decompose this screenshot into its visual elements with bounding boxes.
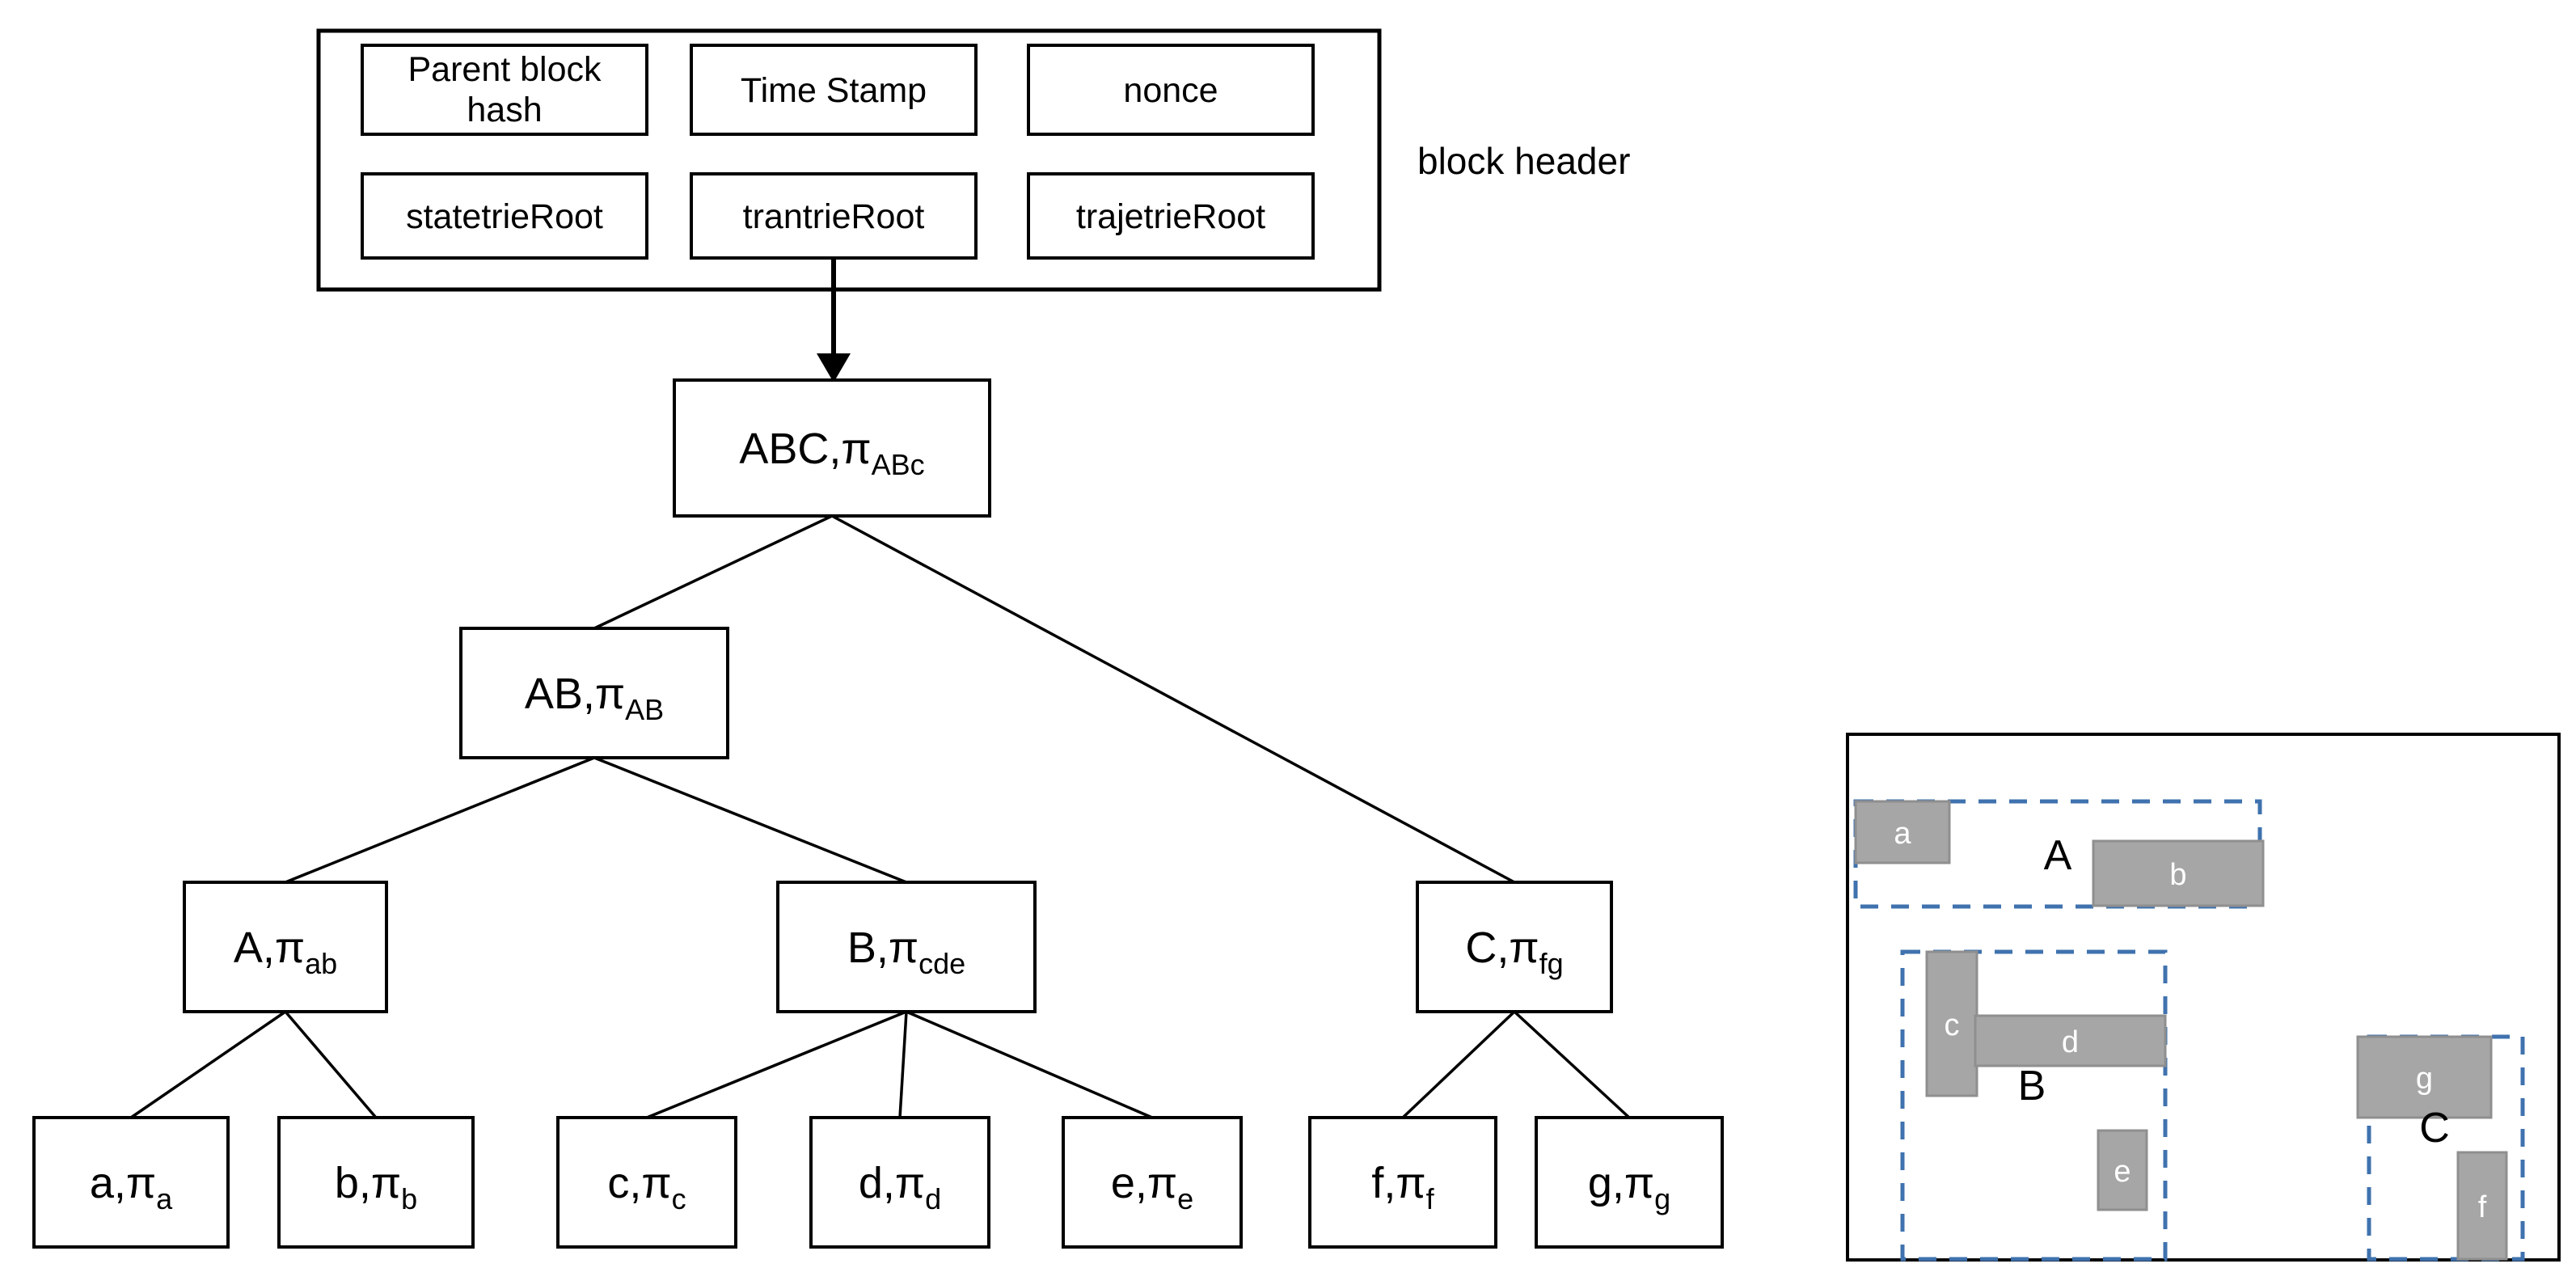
header-cell-time-stamp[interactable]: [690, 44, 978, 136]
partition-group-label-c: C: [2419, 1105, 2450, 1152]
header-cell-time-stamp-label: Time Stamp: [741, 71, 927, 110]
transaction-f[interactable]: f: [2456, 1151, 2508, 1261]
tree-node-subscript: b: [401, 1182, 417, 1215]
tree-node-leaf-b[interactable]: b,πb: [277, 1116, 475, 1249]
header-cell-nonce[interactable]: [1027, 44, 1315, 136]
tree-node-subscript: ab: [305, 947, 337, 980]
header-cell-parent-block-hash-line2: hash: [467, 91, 542, 129]
tree-node-box: [673, 378, 991, 518]
tree-node-box: [809, 1116, 990, 1249]
tree-node-label: f,πf: [1371, 1159, 1434, 1215]
tree-edge: [1401, 1010, 1516, 1119]
tree-node-subscript: e: [1177, 1182, 1193, 1215]
tree-node-leaf-c[interactable]: c,πc: [556, 1116, 737, 1249]
transaction-a[interactable]: a: [1854, 800, 1951, 864]
tree-node-box: [776, 881, 1037, 1013]
tree-node-box: [32, 1116, 230, 1249]
tree-node-leaf-e[interactable]: e,πe: [1062, 1116, 1243, 1249]
tree-edge: [906, 1010, 1153, 1119]
tree-node-subscript: f: [1426, 1182, 1435, 1215]
transaction-c[interactable]: c: [1925, 950, 1978, 1097]
tree-node-node-b[interactable]: B,πcde: [776, 881, 1037, 1013]
transaction-box: [2097, 1129, 2148, 1211]
tree-edge: [593, 514, 833, 630]
tree-edges-layer: [130, 514, 1631, 1119]
tree-node-label: C,πfg: [1465, 924, 1563, 980]
tree-node-subscript: AB: [625, 693, 664, 726]
tree-node-subscript: cde: [918, 947, 965, 980]
tree-node-box: [459, 627, 729, 759]
tree-node-box: [556, 1116, 737, 1249]
tree-node-subscript: c: [672, 1182, 686, 1215]
partition-group-b-outline[interactable]: [1900, 949, 2168, 1262]
partition-group-labels-layer: A B C: [2018, 832, 2450, 1152]
header-cell-trajetrie-root-label: trajetrieRoot: [1076, 197, 1265, 236]
tree-node-leaf-a[interactable]: a,πa: [32, 1116, 230, 1249]
tree-node-node-a[interactable]: A,πab: [183, 881, 388, 1013]
transaction-box: [1854, 800, 1951, 864]
transaction-box: [2092, 839, 2265, 907]
tree-node-box: [1535, 1116, 1724, 1249]
header-cell-statetrie-root[interactable]: [361, 172, 648, 260]
tree-node-leaf-d[interactable]: d,πd: [809, 1116, 990, 1249]
tree-edge: [593, 756, 907, 884]
tree-edge: [831, 514, 1515, 884]
tree-node-subscript: ABc: [872, 448, 925, 481]
tree-node-subscript: d: [925, 1182, 941, 1215]
header-cell-parent-block-hash-line1: Parent block: [408, 50, 602, 89]
partition-transactions-layer: a b c d e f g: [1854, 800, 2508, 1261]
transaction-d[interactable]: d: [1974, 1014, 2167, 1067]
transaction-label: g: [2416, 1062, 2433, 1096]
tree-node-box: [277, 1116, 475, 1249]
tree-node-leaf-f[interactable]: f,πf: [1308, 1116, 1497, 1249]
header-cell-trantrie-root-label: trantrieRoot: [743, 197, 925, 236]
partition-panel: a b c d e f g A B C: [1846, 733, 2561, 1262]
transaction-label: f: [2478, 1190, 2487, 1224]
tree-edge: [646, 1010, 907, 1119]
partition-group-label-a: A: [2044, 832, 2072, 879]
tree-node-node-c[interactable]: C,πfg: [1416, 881, 1613, 1013]
header-cell-nonce-label: nonce: [1123, 71, 1218, 110]
block-header-caption: block header: [1417, 140, 1630, 182]
tree-edge: [285, 756, 595, 884]
transaction-box: [1974, 1014, 2167, 1067]
tree-node-node-ab[interactable]: AB,πAB: [459, 627, 729, 759]
transaction-label: d: [2062, 1025, 2079, 1059]
tree-edge: [284, 1010, 378, 1119]
tree-node-subscript: a: [156, 1182, 173, 1215]
header-cell-statetrie-root-label: statetrieRoot: [406, 197, 603, 236]
tree-node-leaf-g[interactable]: g,πg: [1535, 1116, 1724, 1249]
tree-edge: [1513, 1010, 1631, 1119]
block-header-group: Parent block hash Time Stamp nonce state…: [316, 28, 1382, 292]
tree-node-box: [1308, 1116, 1497, 1249]
header-to-root-arrow: [817, 258, 851, 383]
transaction-label: b: [2169, 858, 2186, 892]
header-cell-trantrie-root[interactable]: [690, 172, 978, 260]
tree-node-root-abc[interactable]: ABC,πABc: [673, 378, 991, 518]
tree-node-box: [1062, 1116, 1243, 1249]
tree-edge: [130, 1010, 286, 1119]
transaction-label: c: [1945, 1008, 1960, 1042]
transaction-b[interactable]: b: [2092, 839, 2265, 907]
tree-node-box: [183, 881, 388, 1013]
tree-edge: [898, 1011, 908, 1118]
header-cell-trajetrie-root[interactable]: [1027, 172, 1315, 260]
header-cell-parent-block-hash[interactable]: [361, 44, 648, 136]
transaction-box: [2356, 1035, 2493, 1119]
tree-node-box: [1416, 881, 1613, 1013]
transaction-label: a: [1894, 817, 1911, 851]
transaction-g[interactable]: g: [2356, 1035, 2493, 1119]
transaction-label: e: [2114, 1155, 2130, 1189]
transaction-box: [2456, 1151, 2508, 1261]
arrow-head-icon: [817, 353, 851, 383]
tree-node-subscript: fg: [1539, 947, 1564, 980]
tree-node-label: g,πg: [1588, 1159, 1670, 1215]
tree-node-subscript: g: [1654, 1182, 1670, 1215]
transaction-e[interactable]: e: [2097, 1129, 2148, 1211]
partition-group-label-b: B: [2018, 1063, 2046, 1110]
